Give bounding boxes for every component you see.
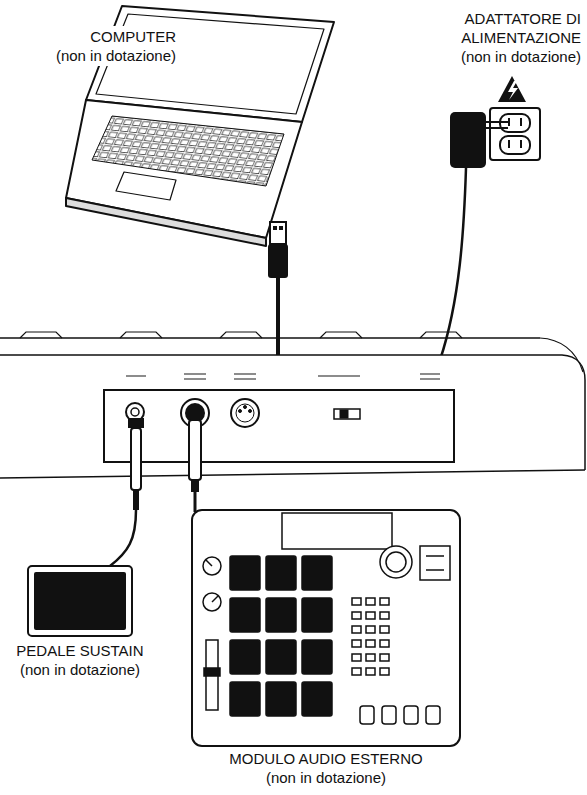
control-button (380, 654, 389, 661)
warning-symbol (498, 76, 526, 102)
drum-pad (230, 598, 260, 632)
drum-pad (266, 682, 296, 716)
wall-outlet (490, 108, 540, 160)
control-button (366, 640, 375, 647)
note: (non in dotazione) (229, 768, 422, 787)
control-button (380, 626, 389, 633)
keyboard-rear (0, 332, 585, 478)
drum-pad (302, 598, 332, 632)
device-name: PEDALE SUSTAIN (16, 641, 143, 660)
control-button (380, 668, 389, 675)
drum-pad (266, 598, 296, 632)
control-button (380, 612, 389, 619)
control-button (352, 668, 361, 675)
control-button (352, 654, 361, 661)
sustain-pedal (28, 418, 144, 636)
control-button (352, 612, 361, 619)
control-button (382, 706, 396, 724)
note: (non in dotazione) (431, 47, 581, 66)
sustain-pedal-label: PEDALE SUSTAIN(non in dotazione) (14, 640, 145, 680)
audio-module-label: MODULO AUDIO ESTERNO(non in dotazione) (227, 748, 424, 788)
midi-cable (185, 403, 205, 512)
drum-pad (230, 640, 260, 674)
control-button (404, 706, 418, 724)
drum-pad (266, 640, 296, 674)
drum-pad (302, 556, 332, 590)
drum-pad (302, 640, 332, 674)
note: (non in dotazione) (56, 46, 176, 65)
control-button (380, 598, 389, 605)
control-button (366, 654, 375, 661)
control-button (366, 598, 375, 605)
drum-pad (266, 556, 296, 590)
drum-pad (230, 556, 260, 590)
control-button (366, 612, 375, 619)
power-adapter-label: ADATTATORE DI ALIMENTAZIONE(non in dotaz… (429, 8, 583, 67)
device-name: COMPUTER (56, 27, 176, 46)
control-button (352, 626, 361, 633)
control-button (360, 706, 374, 724)
drum-pad (302, 682, 332, 716)
control-button (352, 598, 361, 605)
device-name: MODULO AUDIO ESTERNO (229, 749, 422, 768)
control-button (380, 640, 389, 647)
control-button (352, 640, 361, 647)
note: (non in dotazione) (16, 660, 143, 679)
control-button (366, 668, 375, 675)
computer-label: COMPUTER(non in dotazione) (54, 26, 178, 66)
drum-pad (230, 682, 260, 716)
audio-module (192, 510, 460, 746)
device-name: ADATTATORE DI ALIMENTAZIONE (431, 9, 581, 47)
control-button (366, 626, 375, 633)
control-button (426, 706, 440, 724)
